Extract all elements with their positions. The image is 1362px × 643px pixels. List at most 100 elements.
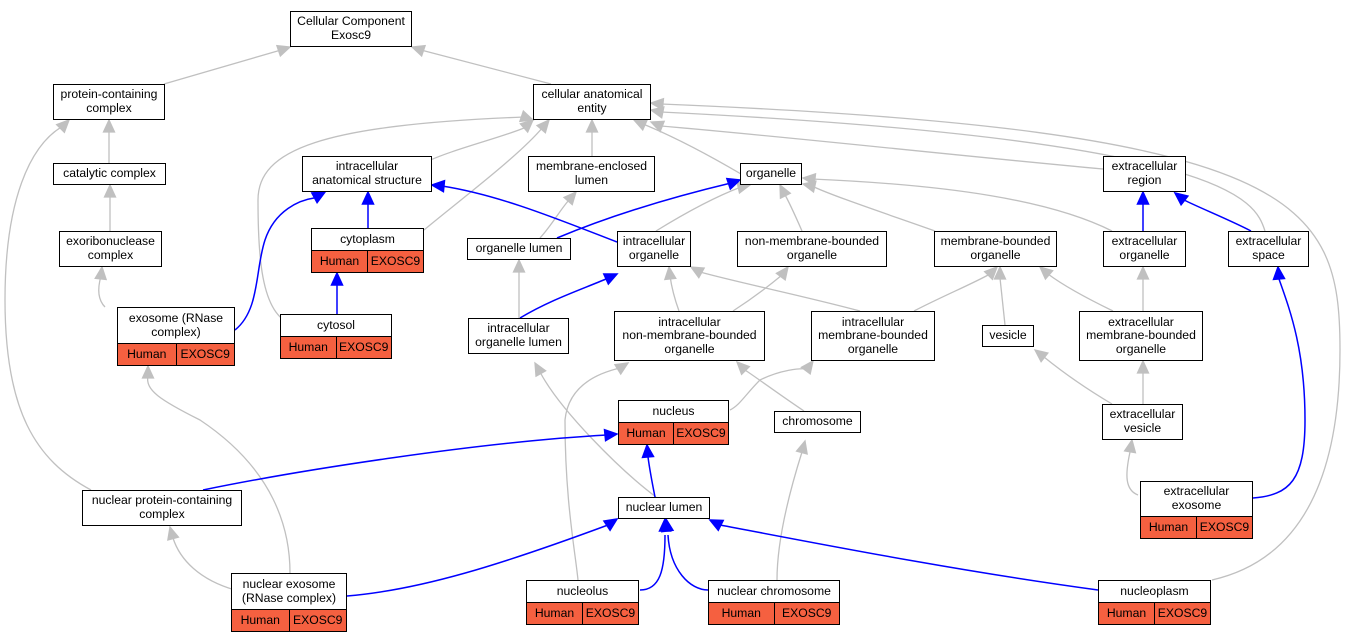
- edge: [423, 127, 525, 164]
- edge-highlighted: [639, 534, 666, 591]
- edge-arrowhead: [708, 519, 725, 532]
- node-label: organelle: [745, 166, 797, 181]
- edge: [669, 275, 680, 312]
- edge-arrowhead: [361, 190, 375, 205]
- node-intracellular-anatomical-structure[interactable]: intracellular anatomical structure: [302, 156, 432, 192]
- node-chromosome[interactable]: chromosome: [774, 411, 861, 433]
- edge-arrowhead: [613, 362, 630, 376]
- node-label: cytosol: [317, 317, 355, 332]
- edge: [1047, 273, 1114, 312]
- node-label: exoribonuclease complex: [66, 234, 155, 262]
- node-intracellular-organelle-lumen[interactable]: intracellular organelle lumen: [468, 318, 569, 354]
- node-organelle-lumen[interactable]: organelle lumen: [467, 238, 571, 260]
- edge-arrowhead: [1136, 190, 1150, 205]
- edge: [732, 274, 783, 312]
- annotation-species: Human: [240, 612, 280, 627]
- node-cellular-component-root[interactable]: Cellular Component Exosc9: [290, 11, 412, 47]
- edge: [744, 369, 805, 412]
- edge: [257, 116, 525, 325]
- edge-arrowhead: [1272, 265, 1286, 281]
- edge: [163, 49, 282, 85]
- node-label: extracellular membrane-bounded organelle: [1086, 314, 1196, 356]
- edge-arrowhead: [518, 109, 535, 123]
- edge: [4, 125, 92, 491]
- edge: [539, 199, 570, 239]
- node-intracellular-non-membrane-bounded-organelle[interactable]: intracellular non-membrane-bounded organ…: [614, 311, 765, 361]
- annotation-species: Human: [534, 605, 575, 620]
- annotation-gene: EXOSC9: [1154, 603, 1210, 624]
- node-protein-containing-complex[interactable]: protein-containing complex: [53, 84, 165, 120]
- node-nuclear-protein-containing-complex[interactable]: nuclear protein-containing complex: [82, 490, 242, 526]
- node-label: chromosome: [782, 414, 853, 429]
- edge: [783, 192, 803, 232]
- edge: [564, 367, 621, 581]
- edge-highlighted: [519, 278, 607, 319]
- edge-arrowhead: [603, 428, 619, 442]
- edge-arrowhead: [1136, 359, 1150, 374]
- node-label: nuclear lumen: [625, 500, 703, 515]
- edge: [423, 126, 544, 231]
- edge-arrowhead: [430, 179, 446, 193]
- edge-arrowhead: [512, 258, 526, 273]
- node-extracellular-space[interactable]: extracellular space: [1228, 231, 1309, 267]
- node-label: extracellular exosome: [1163, 484, 1230, 512]
- node-label: Cellular Component Exosc9: [297, 14, 405, 42]
- edge-arrowhead: [649, 106, 665, 119]
- node-extracellular-membrane-bounded-organelle[interactable]: extracellular membrane-bounded organelle: [1079, 311, 1203, 361]
- annotation-species: Human: [288, 339, 328, 354]
- node-cellular-anatomical-entity[interactable]: cellular anatomical entity: [533, 84, 651, 120]
- node-label: membrane-enclosed lumen: [535, 159, 648, 187]
- annotation-species: Human: [626, 425, 666, 440]
- annotation-gene: EXOSC9: [367, 251, 423, 272]
- edge-arrowhead: [55, 118, 71, 134]
- edge: [811, 178, 1113, 232]
- annotation-gene: EXOSC9: [673, 423, 728, 444]
- node-membrane-enclosed-lumen[interactable]: membrane-enclosed lumen: [528, 156, 655, 192]
- node-extracellular-vesicle[interactable]: extracellular vesicle: [1102, 404, 1183, 440]
- node-vesicle[interactable]: vesicle: [982, 325, 1034, 347]
- edge-highlighted: [1183, 199, 1252, 232]
- node-exoribonuclease-complex[interactable]: exoribonuclease complex: [59, 231, 162, 267]
- node-extracellular-organelle[interactable]: extracellular organelle: [1103, 231, 1186, 267]
- node-label: intracellular organelle lumen: [475, 321, 562, 349]
- edge: [660, 125, 1104, 170]
- edge-arrowhead: [602, 273, 619, 286]
- edge-arrowhead: [775, 265, 789, 282]
- edge-arrowhead: [562, 190, 578, 206]
- edge: [660, 103, 1341, 581]
- node-intracellular-organelle[interactable]: intracellular organelle: [617, 231, 691, 267]
- edge-arrowhead: [779, 183, 792, 200]
- node-label: intracellular anatomical structure: [312, 159, 422, 187]
- node-catalytic-complex[interactable]: catalytic complex: [53, 163, 166, 185]
- edge-arrowhead: [983, 265, 999, 281]
- node-extracellular-region[interactable]: extracellular region: [1103, 156, 1186, 192]
- edge-arrowhead: [632, 119, 649, 132]
- node-non-membrane-bounded-organelle[interactable]: non-membrane-bounded organelle: [737, 231, 887, 267]
- edge-arrowhead: [663, 265, 677, 281]
- node-label: nuclear chromosome: [717, 583, 831, 598]
- node-nuclear-lumen[interactable]: nuclear lumen: [618, 497, 710, 519]
- node-intracellular-membrane-bounded-organelle[interactable]: intracellular membrane-bounded organelle: [811, 311, 935, 361]
- edge-arrowhead: [519, 118, 535, 134]
- edge: [1043, 356, 1113, 405]
- node-organelle[interactable]: organelle: [740, 163, 802, 185]
- edge-arrowhead: [167, 525, 180, 541]
- edge-highlighted: [441, 185, 618, 243]
- edge-arrowhead: [801, 172, 817, 186]
- node-label: cellular anatomical entity: [541, 87, 643, 115]
- node-membrane-bounded-organelle[interactable]: membrane-bounded organelle: [934, 231, 1057, 267]
- node-label: extracellular region: [1111, 159, 1178, 187]
- edge-arrowhead: [795, 439, 808, 455]
- node-label: intracellular membrane-bounded organelle: [818, 314, 928, 356]
- edge-arrowhead: [330, 271, 344, 286]
